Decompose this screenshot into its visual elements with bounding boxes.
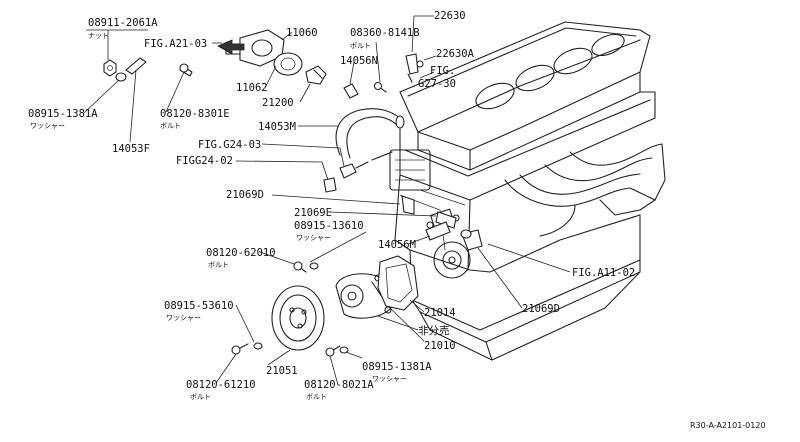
label-14053F: 14053F [112, 143, 150, 155]
label-08915-13610: 08915-13610 [294, 220, 364, 232]
label-fig-g27-30-b: G27-30 [418, 78, 456, 90]
label-22630: 22630 [434, 10, 466, 22]
label-bolt-5: ボルト [306, 393, 327, 401]
gasket-part [273, 52, 303, 76]
label-21069D-bottom: 21069D [522, 303, 560, 315]
direction-arrow-icon [217, 39, 245, 55]
label-fig-g27-30-a: FIG. [430, 65, 455, 77]
label-11060: 11060 [286, 27, 318, 39]
label-nut: ナット [88, 32, 109, 40]
label-fig-g24-03: FIG.G24-03 [198, 139, 261, 151]
label-washer-1: ワッシャー [30, 122, 65, 130]
label-08120-8301E: 08120-8301E [160, 108, 230, 120]
label-08120-8021A: 08120-8021A [304, 379, 374, 391]
washer-part [115, 72, 127, 82]
label-bolt-2: ボルト [160, 122, 181, 130]
sensor-part [405, 53, 419, 75]
label-08911-2061A: 08911-2061A [88, 17, 158, 29]
label-14053M: 14053M [258, 121, 296, 133]
label-bolt-4: ボルト [190, 393, 211, 401]
leader-lines [83, 15, 571, 386]
label-washer-3: ワッシャー [166, 314, 201, 322]
label-21069D-top: 21069D [226, 189, 264, 201]
label-14056M: 14056M [378, 239, 416, 251]
callout-labels: 08911-2061A ナット FIG.A21-03 11060 08360-8… [28, 10, 766, 430]
label-08915-1381A-bottom: 08915-1381A [362, 361, 432, 373]
label-21200: 21200 [262, 97, 294, 109]
label-fig-g24-02: FIGG24-02 [176, 155, 233, 167]
label-22630A: 22630A [436, 48, 475, 60]
drawing-code: R30-A-A2101-0120 [690, 421, 766, 430]
label-08360-8141B: 08360-8141B [350, 27, 420, 39]
label-14056N: 14056N [340, 55, 378, 67]
label-08120-62010: 08120-62010 [206, 247, 276, 259]
label-fig-a11-02: FIG.A11-02 [572, 267, 635, 279]
label-21069E: 21069E [294, 207, 332, 219]
label-washer-2: ワッシャー [296, 234, 331, 242]
label-08120-61210: 08120-61210 [186, 379, 256, 391]
parts [103, 29, 483, 357]
label-non-separable: 非分売 [418, 324, 450, 337]
water-hose-part [335, 108, 401, 156]
label-21014: 21014 [424, 307, 456, 319]
label-fig-a21-03: FIG.A21-03 [144, 38, 207, 50]
label-bolt-1: ボルト [350, 42, 371, 50]
label-21051: 21051 [266, 365, 298, 377]
label-21010: 21010 [424, 340, 456, 352]
label-08915-1381A-top: 08915-1381A [28, 108, 98, 120]
label-11062: 11062 [236, 82, 268, 94]
nut-part [103, 59, 117, 77]
label-08915-53610: 08915-53610 [164, 300, 234, 312]
label-washer-4: ワッシャー [372, 375, 407, 383]
stud-part [125, 57, 147, 75]
label-bolt-3: ボルト [208, 261, 229, 269]
thermostat-part [305, 65, 327, 85]
